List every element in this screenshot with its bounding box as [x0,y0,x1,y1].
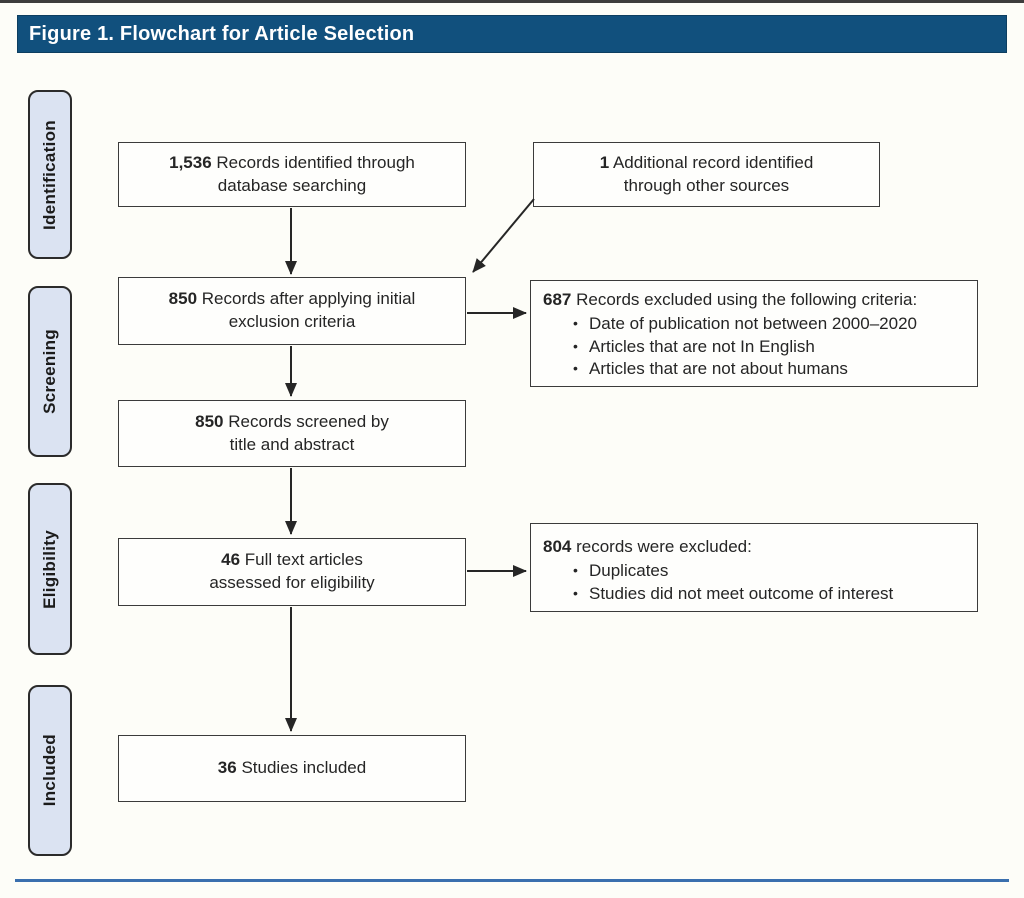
box-text: 1,536 Records identified through databas… [169,152,415,195]
exclusion-criteria-list: Date of publication not between 2000–202… [543,313,967,380]
footer-rule [15,879,1009,882]
record-count: 46 [221,550,241,570]
box-records-excluded-screening: 687 Records excluded using the following… [530,280,978,387]
box-text: 850 Records after applying initial exclu… [168,289,416,331]
box-text: 687 Records excluded using the following… [543,290,918,309]
top-rule [0,0,1024,3]
box-additional-records: 1 Additional record identified through o… [533,142,880,207]
box-records-after-exclusion: 850 Records after applying initial exclu… [118,277,466,345]
box-records-identified: 1,536 Records identified through databas… [118,142,466,207]
exclusion-criterion: Articles that are not In English [573,336,967,358]
exclusion-criterion: Studies did not meet outcome of interest [573,583,967,605]
stage-label-screening: Screening [28,286,72,457]
stage-label-text: Eligibility [40,529,59,609]
record-count: 1 [599,152,610,172]
box-text: 46 Full text articles assessed for eligi… [209,550,375,592]
record-count: 687 [543,290,572,309]
box-text: 850 Records screened by title and abstra… [195,411,389,454]
exclusion-criterion: Date of publication not between 2000–202… [573,313,967,335]
arrow-additional-to-after-exclusion [472,198,535,273]
stage-label-text: Screening [40,329,59,414]
stage-label-eligibility: Eligibility [28,483,72,655]
record-count: 36 [217,758,237,778]
box-records-excluded-eligibility: 804 records were excluded: Duplicates St… [530,523,978,612]
exclusion-criterion: Duplicates [573,560,967,582]
exclusion-criteria-list: Duplicates Studies did not meet outcome … [543,560,967,605]
box-fulltext-assessed: 46 Full text articles assessed for eligi… [118,538,466,606]
stage-label-identification: Identification [28,90,72,259]
figure-title-bar: Figure 1. Flowchart for Article Selectio… [17,15,1007,53]
box-text: 804 records were excluded: [543,537,752,556]
record-count: 850 [168,289,198,309]
box-studies-included: 36 Studies included [118,735,466,802]
figure-title: Figure 1. Flowchart for Article Selectio… [29,22,415,45]
box-text: 36 Studies included [217,758,367,778]
record-count: 1,536 [169,152,212,172]
box-records-screened: 850 Records screened by title and abstra… [118,400,466,467]
stage-label-included: Included [28,685,72,856]
exclusion-criterion: Articles that are not about humans [573,358,967,380]
record-count: 850 [195,411,224,431]
stage-label-text: Identification [40,119,59,230]
record-count: 804 [543,537,572,556]
box-text: 1 Additional record identified through o… [599,152,814,195]
stage-label-text: Included [40,734,59,807]
